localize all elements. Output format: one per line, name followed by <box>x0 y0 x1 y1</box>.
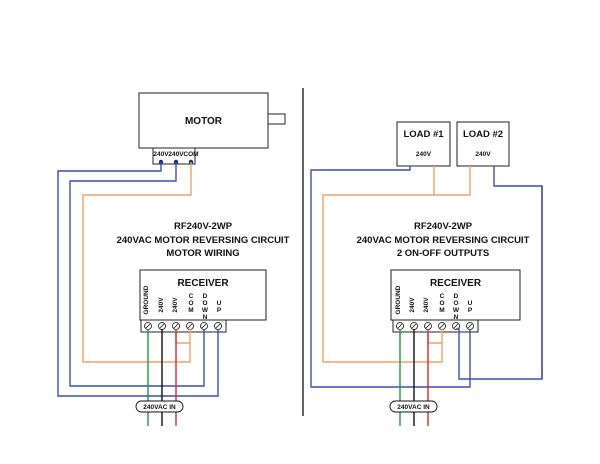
left-title-line-2: 240VAC MOTOR REVERSING CIRCUIT <box>117 235 290 246</box>
left-wire-blue-inner <box>69 162 205 387</box>
motor-box: MOTOR 240V 240V COM <box>138 92 286 165</box>
left-term-label-ground: GROUND <box>143 285 150 314</box>
right-terminal-strip <box>392 319 479 333</box>
load-2-box: LOAD #2 240V <box>456 121 510 167</box>
left-input-tag: 240VAC IN <box>135 400 184 413</box>
load-1-label: LOAD #1 <box>403 129 444 140</box>
left-title-line-1: RF240V-2WP <box>174 221 233 232</box>
right-receiver-label: RECEIVER <box>430 278 482 289</box>
right-input-label: 240VAC IN <box>397 404 430 411</box>
left-panel: MOTOR 240V 240V COM RF240V-2WP 240VAC MO… <box>57 92 290 426</box>
left-receiver-label: RECEIVER <box>177 278 229 289</box>
load-2-terminal: 240V <box>475 151 491 158</box>
motor-terminal-3: COM <box>183 151 198 158</box>
left-title-line-3: MOTOR WIRING <box>166 248 239 259</box>
right-wire-blue-outer <box>310 166 471 388</box>
left-terminal-strip <box>140 319 227 333</box>
left-term-label-240v-a: 240V <box>158 297 165 313</box>
load-2-label: LOAD #2 <box>463 129 503 140</box>
right-panel: LOAD #1 240V LOAD #2 240V RF240V-2WP 240… <box>310 121 543 426</box>
right-term-label-240v-b: 240V <box>423 297 430 313</box>
left-input-label: 240VAC IN <box>143 404 176 411</box>
left-wire-orange <box>82 162 192 363</box>
right-wire-orange-load1 <box>322 166 443 363</box>
left-wires <box>57 162 219 426</box>
right-wire-blue-down <box>456 186 543 380</box>
right-input-tag: 240VAC IN <box>389 400 438 413</box>
right-title-line-3: 2 ON-OFF OUTPUTS <box>397 248 489 259</box>
motor-terminal-1: 240V <box>153 151 169 158</box>
motor-terminal-2: 240V <box>168 151 184 158</box>
left-term-label-240v-b: 240V <box>172 297 179 313</box>
right-title-line-2: 240VAC MOTOR REVERSING CIRCUIT <box>357 235 530 246</box>
right-term-label-240v-a: 240V <box>409 297 416 313</box>
right-title-line-1: RF240V-2WP <box>414 221 473 232</box>
motor-label: MOTOR <box>185 116 223 127</box>
load-1-terminal: 240V <box>416 151 432 158</box>
left-wire-blue-outer <box>57 162 219 397</box>
right-term-label-ground: GROUND <box>395 285 402 314</box>
load-1-box: LOAD #1 240V <box>396 121 451 167</box>
right-wire-orange-load2 <box>434 166 471 196</box>
